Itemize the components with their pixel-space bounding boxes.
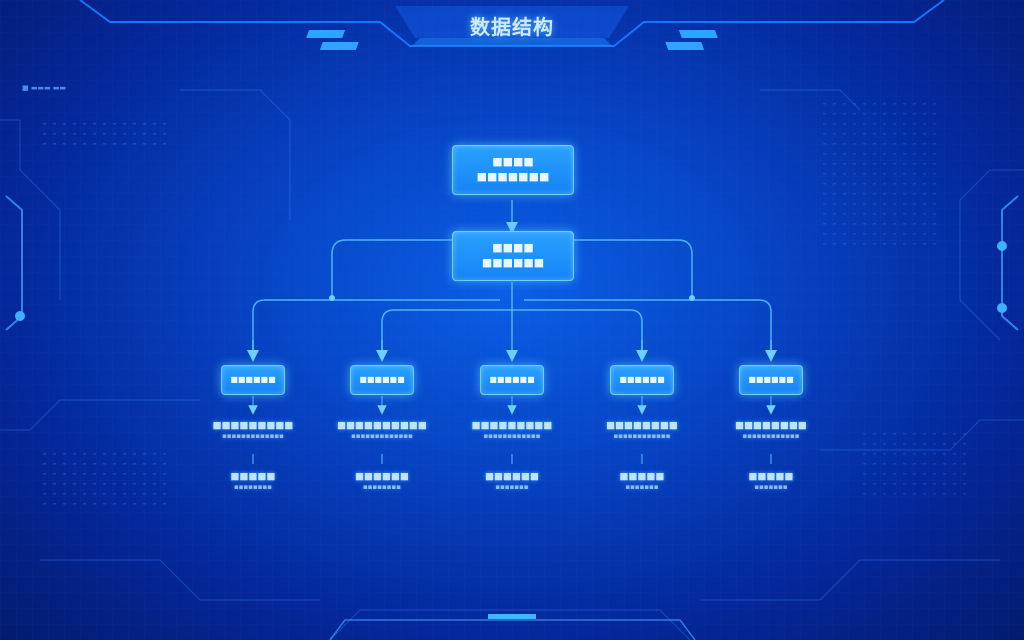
child-title-subtext: ▪▪▪▪▪▪▪▪▪▪▪▪▪ bbox=[351, 431, 413, 440]
child-node-4[interactable]: ■■■■■■ bbox=[610, 365, 674, 395]
child-title-3: ■■■■■■■■■ ▪▪▪▪▪▪▪▪▪▪▪▪ bbox=[457, 420, 567, 441]
leaf-label-subtext: ▪▪▪▪▪▪▪ bbox=[495, 482, 529, 491]
child-title-1: ■■■■■■■■■ ▪▪▪▪▪▪▪▪▪▪▪▪▪ bbox=[198, 420, 308, 441]
level2-node-line2: ■■■■■■ bbox=[481, 256, 545, 269]
child-title-text: ■■■■■■■■■ bbox=[212, 420, 294, 431]
child-title-text: ■■■■■■■■ bbox=[606, 420, 678, 431]
child-title-subtext: ▪▪▪▪▪▪▪▪▪▪▪▪ bbox=[742, 431, 800, 440]
level2-node-line1: ■■■■ bbox=[492, 241, 534, 255]
child-title-5: ■■■■■■■■ ▪▪▪▪▪▪▪▪▪▪▪▪ bbox=[716, 420, 826, 441]
leaf-label-3: ■■■■■■ ▪▪▪▪▪▪▪ bbox=[457, 471, 567, 492]
root-node-line1: ■■■■ bbox=[492, 155, 534, 169]
child-title-subtext: ▪▪▪▪▪▪▪▪▪▪▪▪ bbox=[613, 431, 671, 440]
title-frame bbox=[79, 0, 945, 50]
leaf-label-text: ■■■■■ bbox=[619, 471, 665, 482]
child-title-text: ■■■■■■■■■■ bbox=[337, 420, 427, 431]
child-title-2: ■■■■■■■■■■ ▪▪▪▪▪▪▪▪▪▪▪▪▪ bbox=[327, 420, 437, 441]
edge-bracket bbox=[572, 239, 693, 298]
leaf-label-5: ■■■■■ ▪▪▪▪▪▪▪ bbox=[716, 471, 826, 492]
edge-bus-left bbox=[252, 299, 500, 356]
child-node-label: ■■■■■■ bbox=[489, 374, 535, 384]
root-node[interactable]: ■■■■ ■■■■■■■ bbox=[452, 145, 574, 195]
child-node-1[interactable]: ■■■■■■ bbox=[221, 365, 285, 395]
page-title: 数据结构 bbox=[470, 14, 554, 39]
hud-label: ■ ▬▬▬ ▬▬ bbox=[22, 84, 67, 92]
leaf-label-text: ■■■■■■ bbox=[355, 471, 409, 482]
leaf-label-subtext: ▪▪▪▪▪▪▪ bbox=[754, 482, 788, 491]
child-title-text: ■■■■■■■■ bbox=[735, 420, 807, 431]
leaf-label-text: ■■■■■■ bbox=[485, 471, 539, 482]
leaf-label-text: ■■■■■ bbox=[748, 471, 794, 482]
root-node-line2: ■■■■■■■ bbox=[476, 170, 550, 183]
level2-node[interactable]: ■■■■ ■■■■■■ bbox=[452, 231, 574, 281]
leaf-label-subtext: ▪▪▪▪▪▪▪▪ bbox=[234, 482, 272, 491]
child-node-label: ■■■■■■ bbox=[230, 374, 276, 384]
child-node-2[interactable]: ■■■■■■ bbox=[350, 365, 414, 395]
child-title-text: ■■■■■■■■■ bbox=[471, 420, 553, 431]
leaf-label-subtext: ▪▪▪▪▪▪▪ bbox=[625, 482, 659, 491]
edge-bracket bbox=[331, 239, 452, 298]
child-node-5[interactable]: ■■■■■■ bbox=[739, 365, 803, 395]
leaf-label-text: ■■■■■ bbox=[230, 471, 276, 482]
leaf-label-2: ■■■■■■ ▪▪▪▪▪▪▪▪ bbox=[327, 471, 437, 492]
edge-bus-right bbox=[524, 299, 772, 356]
child-title-4: ■■■■■■■■ ▪▪▪▪▪▪▪▪▪▪▪▪ bbox=[587, 420, 697, 441]
child-node-label: ■■■■■■ bbox=[748, 374, 794, 384]
leaf-label-1: ■■■■■ ▪▪▪▪▪▪▪▪ bbox=[198, 471, 308, 492]
child-title-subtext: ▪▪▪▪▪▪▪▪▪▪▪▪ bbox=[483, 431, 541, 440]
leaf-label-subtext: ▪▪▪▪▪▪▪▪ bbox=[363, 482, 401, 491]
child-node-label: ■■■■■■ bbox=[619, 374, 665, 384]
child-title-subtext: ▪▪▪▪▪▪▪▪▪▪▪▪▪ bbox=[222, 431, 284, 440]
child-node-3[interactable]: ■■■■■■ bbox=[480, 365, 544, 395]
child-node-label: ■■■■■■ bbox=[359, 374, 405, 384]
leaf-label-4: ■■■■■ ▪▪▪▪▪▪▪ bbox=[587, 471, 697, 492]
edge-bus-inner bbox=[381, 309, 643, 356]
